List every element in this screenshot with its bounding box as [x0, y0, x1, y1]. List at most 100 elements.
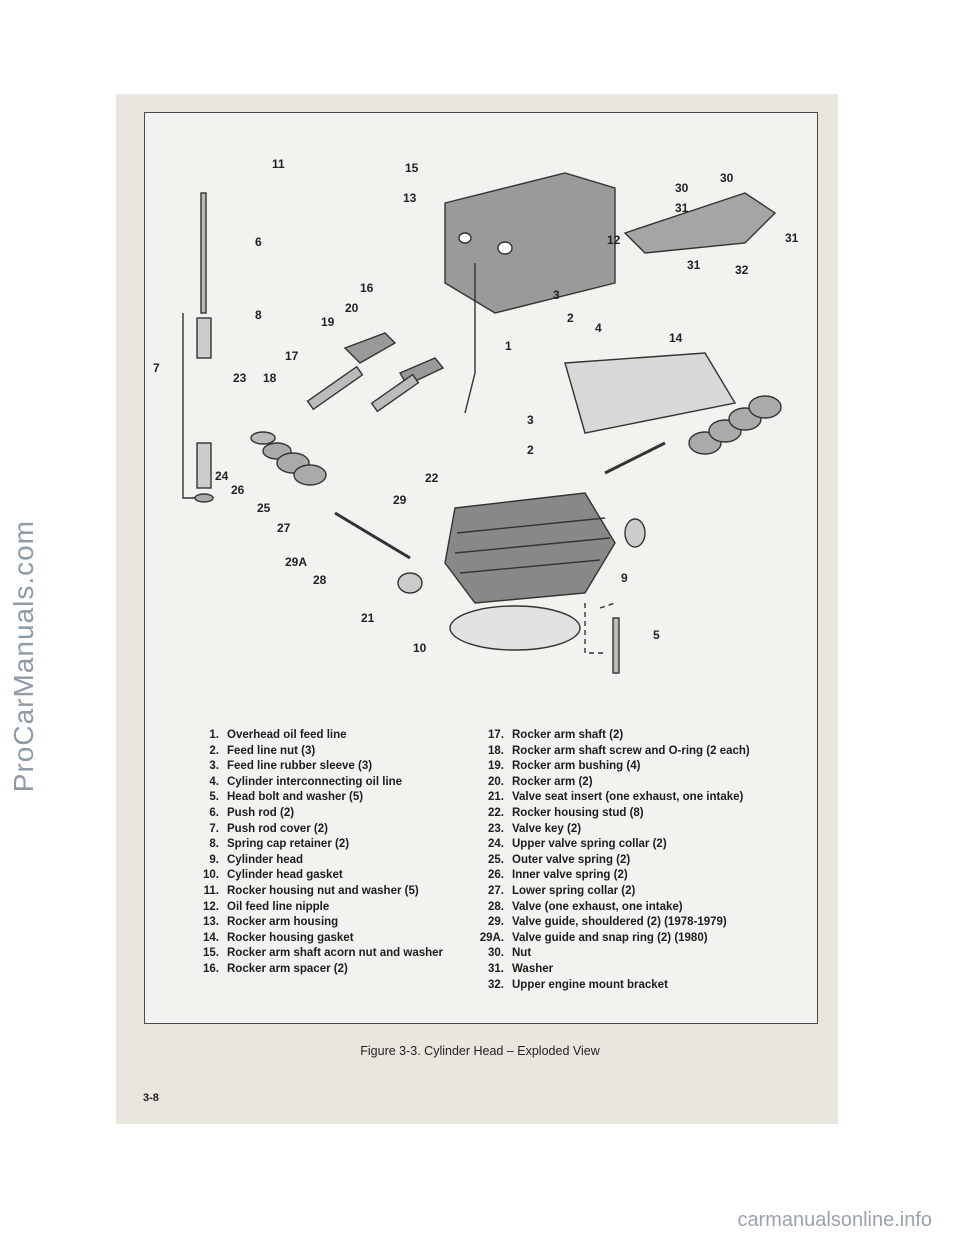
callout-21: 21 [361, 611, 375, 625]
legend-item-number: 23. [488, 822, 504, 835]
legend-item-text: Nut [512, 947, 532, 960]
callout-13: 13 [403, 191, 417, 205]
legend-item: 20.Rocker arm (2) [470, 775, 810, 791]
callout-5: 5 [653, 628, 660, 642]
callout-29a: 29A [285, 555, 308, 569]
callout-12: 12 [607, 233, 621, 247]
legend-item-number: 20. [488, 775, 504, 788]
legend-item-text: Rocker housing gasket [227, 931, 354, 944]
legend-item-number: 14. [203, 931, 219, 944]
legend-item-number: 28. [488, 900, 504, 913]
valve-left-drawing [334, 511, 411, 560]
legend-item-text: Outer valve spring (2) [512, 853, 631, 866]
rocker-arm-drawing [343, 332, 397, 364]
legend-item-text: Lower spring collar (2) [512, 884, 636, 897]
legend-item: 13.Rocker arm housing [185, 915, 475, 931]
legend-item-number: 19. [488, 760, 504, 773]
push-rod-drawing [200, 192, 207, 314]
footer-watermark: carmanualsonline.info [737, 1209, 932, 1231]
legend-item-text: Washer [512, 962, 554, 975]
legend-item: 21. Valve seat insert (one exhaust, one i… [470, 790, 810, 806]
legend-item: 18.Rocker arm shaft screw and O-ring (2 … [470, 744, 810, 760]
legend-item-text: Oil feed line nipple [227, 900, 330, 913]
callout-20: 20 [345, 301, 359, 315]
legend-item-number: 18. [488, 744, 504, 757]
legend-item: 4. Cylinder interconnecting oil line [185, 775, 475, 791]
oil-feed-line-drawing [464, 263, 476, 414]
legend-item-number: 4. [209, 775, 219, 788]
legend-item-number: 6. [209, 806, 219, 819]
legend-item: 23.Valve key (2) [470, 822, 810, 838]
legend-item-text: Rocker arm housing [227, 916, 339, 929]
callout-25: 25 [257, 501, 271, 515]
legend-item-text: Valve guide and snap ring (2) (1980) [512, 931, 708, 944]
legend-item: 3.Feed line rubber sleeve (3) [185, 759, 475, 775]
legend-item-text: Valve (one exhaust, one intake) [512, 900, 683, 913]
callout-16: 16 [360, 281, 374, 295]
legend-item-text: Valve seat insert (one exhaust, one inta… [512, 791, 744, 804]
legend-item-text: Upper engine mount bracket [512, 978, 668, 991]
callout-7: 7 [153, 361, 160, 375]
legend-item: 29A. Valve guide and snap ring (2) (1980) [470, 931, 810, 947]
legend-item-text: Overhead oil feed line [227, 729, 347, 741]
legend-item: 14. Rocker housing gasket [185, 931, 475, 947]
legend-item: 26.Inner valve spring (2) [470, 868, 810, 884]
legend-item: 12.Oil feed line nipple [185, 900, 475, 916]
legend-item-number: 10. [203, 869, 219, 882]
callout-8: 8 [255, 308, 262, 322]
callout-11: 11 [272, 157, 285, 171]
mount-bracket-drawing [623, 192, 777, 254]
legend-item: 15.Rocker arm shaft acorn nut and washer [185, 946, 475, 962]
legend-item-text: Push rod (2) [227, 806, 295, 819]
callout-6: 6 [255, 235, 262, 249]
callout-1: 1 [505, 339, 512, 353]
legend-item: 7.Push rod cover (2) [185, 822, 475, 838]
callout-2a: 2 [567, 311, 574, 325]
legend-item: 27.Lower spring collar (2) [470, 884, 810, 900]
legend-item-text: Rocker arm spacer (2) [227, 962, 348, 975]
callout-22: 22 [425, 471, 439, 485]
legend-item: 19.Rocker arm bushing (4) [470, 759, 810, 775]
callout-28: 28 [313, 573, 327, 587]
legend-item: 28. Valve (one exhaust, one intake) [470, 900, 810, 916]
legend-item-number: 17. [488, 729, 504, 741]
callout-18: 18 [263, 371, 277, 385]
legend-item: 16. Rocker arm spacer (2) [185, 962, 475, 978]
legend-item-text: Push rod cover (2) [227, 822, 328, 835]
legend-item-text: Rocker housing stud (8) [512, 806, 644, 819]
legend-item-text: Cylinder head [227, 853, 304, 866]
legend-item-text: Cylinder interconnecting oil line [227, 775, 403, 788]
legend-item-number: 21. [488, 791, 504, 804]
callout-31c: 31 [687, 258, 701, 272]
legend-item-text: Feed line rubber sleeve (3) [227, 760, 373, 773]
legend-item-number: 29A. [479, 931, 504, 944]
legend-item-text: Valve guide, shouldered (2) (1978-1979) [512, 916, 727, 929]
callout-31b: 31 [785, 231, 799, 245]
callout-26: 26 [231, 483, 245, 497]
callout-2b: 2 [527, 443, 534, 457]
legend-item: 10. Cylinder head gasket [185, 868, 475, 884]
legend-item: 25.Outer valve spring (2) [470, 853, 810, 869]
legend-item-text: Head bolt and washer (5) [227, 791, 364, 804]
callout-10: 10 [413, 641, 427, 655]
callout-15: 15 [405, 161, 419, 175]
legend-item: 30.Nut [470, 946, 810, 962]
legend-item: 5.Head bolt and washer (5) [185, 790, 475, 806]
valve-springs-left [250, 431, 327, 486]
callout-29: 29 [393, 493, 407, 507]
legend-item-number: 16. [203, 962, 219, 975]
figure-box: 11 15 13 30 30 31 31 12 31 32 6 16 3 8 2… [144, 112, 818, 1024]
legend-item-text: Cylinder head gasket [227, 869, 343, 882]
figure-caption: Figure 3-3. Cylinder Head – Exploded Vie… [360, 1044, 600, 1058]
legend-item-number: 24. [488, 838, 504, 851]
legend-item-number: 2. [209, 744, 219, 757]
legend-item: 24.Upper valve spring collar (2) [470, 837, 810, 853]
legend-item: 31.Washer [470, 962, 810, 978]
callout-32: 32 [735, 263, 749, 277]
legend-item-text: Rocker housing nut and washer (5) [227, 884, 419, 897]
legend-item: 17.Rocker arm shaft (2) [470, 728, 810, 744]
callout-30a: 30 [720, 171, 734, 185]
callout-27: 27 [277, 521, 291, 535]
callout-14: 14 [669, 331, 683, 345]
callout-9: 9 [621, 571, 628, 585]
